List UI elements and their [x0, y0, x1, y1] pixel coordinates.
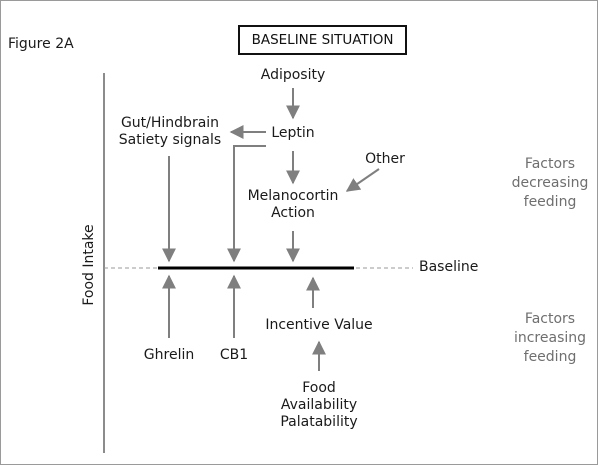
node-incentive-value: Incentive Value: [265, 317, 373, 333]
side-increasing-line2: increasing: [513, 330, 587, 346]
side-increasing-line1: Factors: [524, 311, 576, 327]
side-label-decreasing: Factors decreasing feeding: [505, 155, 595, 212]
side-label-increasing: Factors increasing feeding: [505, 310, 595, 367]
node-gut-line1: Gut/Hindbrain: [120, 115, 220, 131]
node-other: Other: [365, 151, 405, 167]
arrow-leptin-to-baseline: [227, 145, 266, 263]
diagram-title: BASELINE SITUATION: [238, 25, 407, 55]
arrow-other-to-melanocortin: [345, 168, 380, 192]
node-ghrelin: Ghrelin: [143, 347, 195, 363]
side-decreasing-line1: Factors: [524, 156, 576, 172]
node-adiposity: Adiposity: [260, 67, 326, 83]
node-food-line2: Availability: [280, 397, 358, 413]
node-food-line1: Food: [302, 380, 336, 396]
y-axis-label: Food Intake: [81, 224, 97, 306]
node-melanocortin-line1: Melanocortin: [247, 188, 339, 204]
side-increasing-line3: feeding: [523, 349, 577, 365]
node-gut-line2: Satiety signals: [118, 132, 222, 148]
side-decreasing-line3: feeding: [523, 194, 577, 210]
node-gut-hindbrain: Gut/Hindbrain Satiety signals: [109, 115, 231, 149]
side-decreasing-line2: decreasing: [511, 175, 589, 191]
node-food: Food Availability Palatability: [271, 380, 367, 431]
node-melanocortin: Melanocortin Action: [239, 188, 347, 222]
baseline-label: Baseline: [419, 259, 479, 275]
node-melanocortin-line2: Action: [271, 205, 315, 221]
figure-label: Figure 2A: [8, 36, 74, 52]
node-leptin: Leptin: [271, 125, 315, 141]
node-cb1: CB1: [219, 347, 249, 363]
node-food-line3: Palatability: [280, 414, 358, 430]
